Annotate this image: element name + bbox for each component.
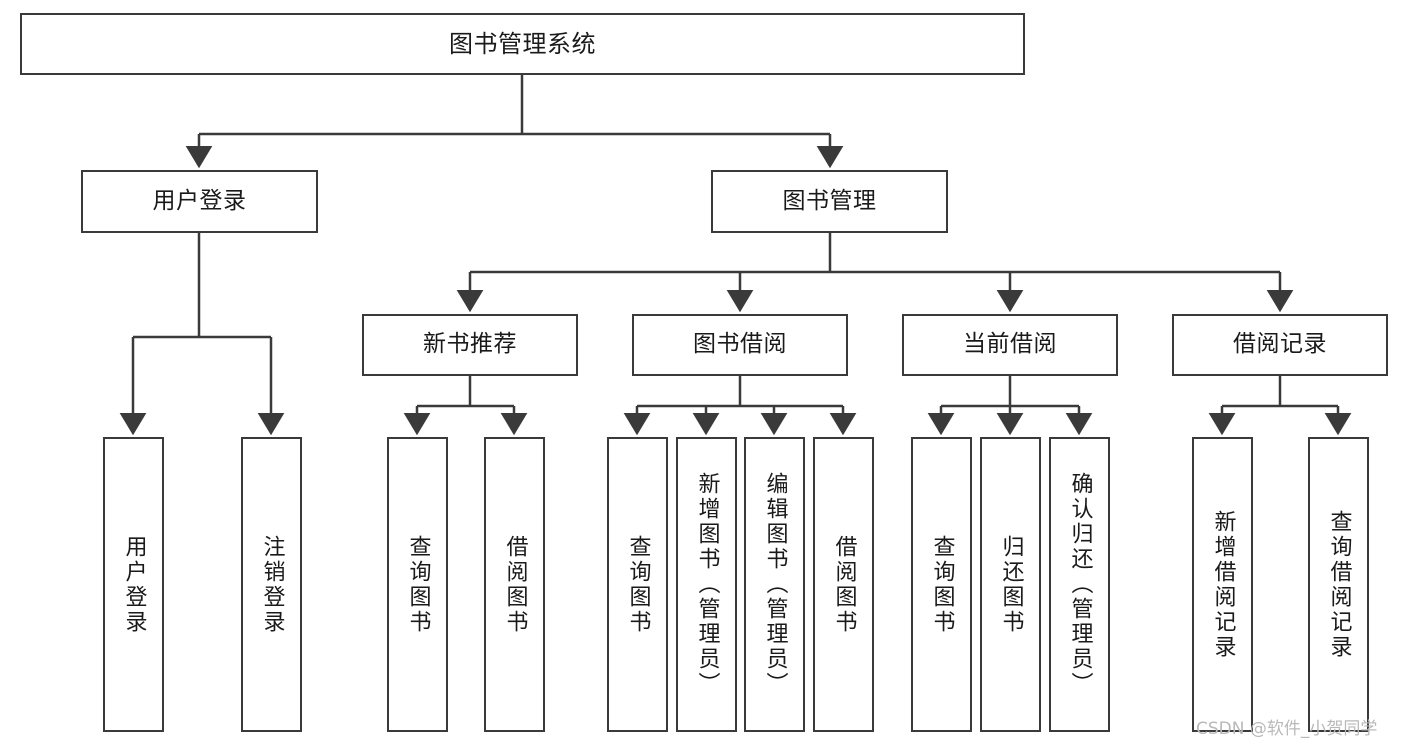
leaf-query-book-1-label: 查询图书 — [405, 534, 431, 635]
leaf-return-book-label: 归还图书 — [998, 534, 1024, 635]
node-book-borrow-label: 图书借阅 — [693, 331, 787, 358]
node-new-book-recommend[interactable]: 新书推荐 — [362, 314, 578, 376]
node-current-borrow[interactable]: 当前借阅 — [902, 314, 1118, 376]
leaf-borrow-book-1-label: 借阅图书 — [502, 534, 528, 635]
leaf-user-login-label: 用户登录 — [121, 534, 147, 635]
leaf-add-book[interactable]: 新增图书（管理员） — [676, 437, 737, 732]
leaf-confirm-return-label: 确认归还（管理员） — [1067, 472, 1093, 697]
leaf-add-book-label: 新增图书（管理员） — [694, 472, 720, 697]
leaf-edit-book-label: 编辑图书（管理员） — [762, 472, 788, 697]
leaf-query-book-1[interactable]: 查询图书 — [387, 437, 448, 732]
leaf-borrow-book-2-label: 借阅图书 — [831, 534, 857, 635]
node-book-manage-label: 图书管理 — [782, 187, 877, 214]
leaf-query-book-2[interactable]: 查询图书 — [607, 437, 668, 732]
leaf-return-book[interactable]: 归还图书 — [980, 437, 1041, 732]
node-new-book-recommend-label: 新书推荐 — [423, 331, 517, 358]
leaf-query-record-label: 查询借阅记录 — [1326, 509, 1352, 660]
node-current-borrow-label: 当前借阅 — [963, 331, 1057, 358]
leaf-logout-label: 注销登录 — [259, 534, 285, 635]
node-user-login[interactable]: 用户登录 — [81, 170, 318, 233]
leaf-query-book-3[interactable]: 查询图书 — [911, 437, 972, 732]
leaf-edit-book[interactable]: 编辑图书（管理员） — [744, 437, 805, 732]
leaf-borrow-book-1[interactable]: 借阅图书 — [484, 437, 545, 732]
leaf-user-login[interactable]: 用户登录 — [103, 437, 164, 732]
leaf-borrow-book-2[interactable]: 借阅图书 — [813, 437, 874, 732]
leaf-query-record[interactable]: 查询借阅记录 — [1308, 437, 1369, 732]
node-book-borrow[interactable]: 图书借阅 — [632, 314, 848, 376]
watermark: CSDN @软件_小贺同学 — [1196, 719, 1378, 739]
node-borrow-record-label: 借阅记录 — [1233, 331, 1327, 358]
node-root-label: 图书管理系统 — [449, 29, 596, 58]
leaf-query-book-3-label: 查询图书 — [929, 534, 955, 635]
node-borrow-record[interactable]: 借阅记录 — [1172, 314, 1388, 376]
leaf-add-record[interactable]: 新增借阅记录 — [1192, 437, 1253, 732]
node-root[interactable]: 图书管理系统 — [20, 13, 1025, 75]
leaf-add-record-label: 新增借阅记录 — [1210, 509, 1236, 660]
leaf-logout[interactable]: 注销登录 — [241, 437, 302, 732]
leaf-confirm-return[interactable]: 确认归还（管理员） — [1049, 437, 1110, 732]
node-user-login-label: 用户登录 — [152, 187, 247, 214]
leaf-query-book-2-label: 查询图书 — [625, 534, 651, 635]
node-book-manage[interactable]: 图书管理 — [711, 170, 948, 233]
